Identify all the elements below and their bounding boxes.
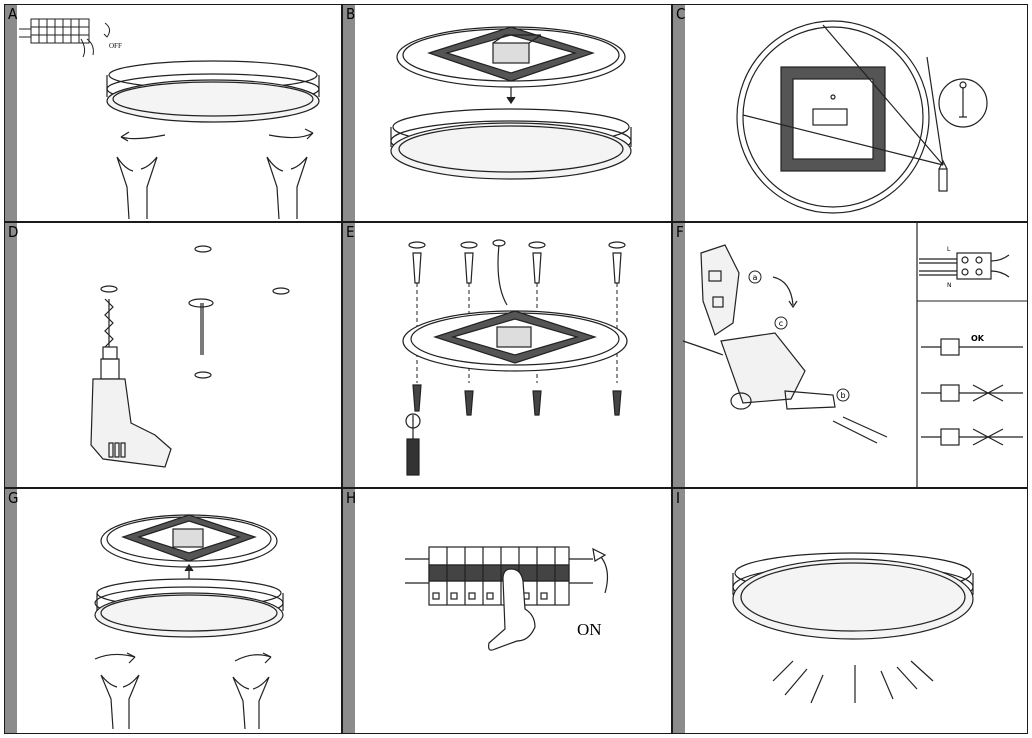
turn-on-arrow — [592, 547, 608, 594]
hands-g — [100, 674, 270, 730]
hand-h — [488, 568, 536, 651]
screws — [412, 384, 622, 416]
base-plate-g — [100, 514, 278, 568]
panel-f-label: F — [676, 223, 684, 241]
on-text: ON — [577, 620, 602, 639]
circle-c: c — [774, 316, 788, 330]
down-arrow — [506, 87, 516, 105]
hands — [116, 156, 308, 220]
term-l: L — [947, 246, 951, 253]
panel-a-strip — [5, 5, 17, 221]
lamp-shade-g — [94, 578, 284, 638]
up-arrow — [184, 563, 194, 579]
panel-f-illustration: a c b L N — [682, 223, 1027, 487]
panel-d-illustration — [90, 245, 290, 468]
panel-h: H ON — [342, 488, 672, 734]
rotate-arrows — [120, 128, 314, 142]
breaker-panel — [405, 546, 593, 606]
panel-c-label: C — [676, 5, 686, 23]
panel-b-illustration — [390, 26, 632, 180]
breaker-icon — [19, 18, 111, 58]
svg-text:b: b — [840, 391, 845, 400]
panel-b: B — [342, 4, 672, 222]
panel-h-strip — [343, 489, 355, 733]
terminal-block-main — [682, 244, 888, 444]
panel-c-illustration — [736, 20, 988, 214]
panel-g: G — [4, 488, 342, 734]
panel-i-label: I — [676, 489, 680, 507]
wire-strip-examples — [921, 338, 1023, 446]
panel-c-strip — [673, 5, 685, 221]
panel-d-strip — [5, 223, 17, 487]
panel-d: D — [4, 222, 342, 488]
circle-b: b — [836, 388, 850, 402]
panel-a-illustration: OFF — [19, 18, 320, 220]
panel-f-strip — [673, 223, 685, 487]
panel-e-label: E — [346, 223, 355, 241]
screwdriver-icon — [405, 413, 421, 476]
base-plate-top — [736, 20, 944, 214]
svg-text:a: a — [753, 273, 758, 282]
hole-marks — [100, 245, 290, 379]
panel-b-label: B — [346, 5, 356, 23]
wiring-diagram — [919, 252, 1010, 280]
panel-b-strip — [343, 5, 355, 221]
panel-g-illustration — [94, 514, 284, 730]
panel-g-strip — [5, 489, 17, 733]
panel-f: F a c b — [672, 222, 1028, 488]
panel-e-strip — [343, 223, 355, 487]
term-n: N — [947, 282, 952, 289]
base-plate-e — [402, 310, 628, 372]
light-rays — [772, 660, 934, 704]
screw-detail-circle — [938, 78, 988, 128]
drill-icon — [90, 298, 172, 468]
rotate-arrows-g — [94, 652, 272, 664]
base-plate — [396, 26, 626, 88]
lamp-shade — [390, 108, 632, 180]
panel-i-illustration — [732, 552, 974, 704]
panel-e: E — [342, 222, 672, 488]
panel-e-illustration — [402, 239, 628, 476]
ok-text: OK — [971, 334, 985, 343]
off-text: OFF — [109, 42, 122, 50]
panel-a: A OFF — [4, 4, 342, 222]
installed-lamp — [732, 552, 974, 640]
panel-h-label: H — [346, 489, 357, 507]
panel-i: I — [672, 488, 1028, 734]
panel-d-label: D — [8, 223, 19, 241]
circle-a: a — [748, 270, 762, 284]
panel-a-label: A — [8, 5, 18, 23]
svg-text:c: c — [779, 319, 783, 328]
panel-i-strip — [673, 489, 685, 733]
panel-c: C — [672, 4, 1028, 222]
ceiling-lamp — [106, 60, 320, 123]
panel-g-label: G — [8, 489, 19, 507]
pencil-icon — [938, 159, 948, 192]
panel-h-illustration: ON — [405, 546, 608, 651]
wall-plugs — [408, 239, 626, 306]
